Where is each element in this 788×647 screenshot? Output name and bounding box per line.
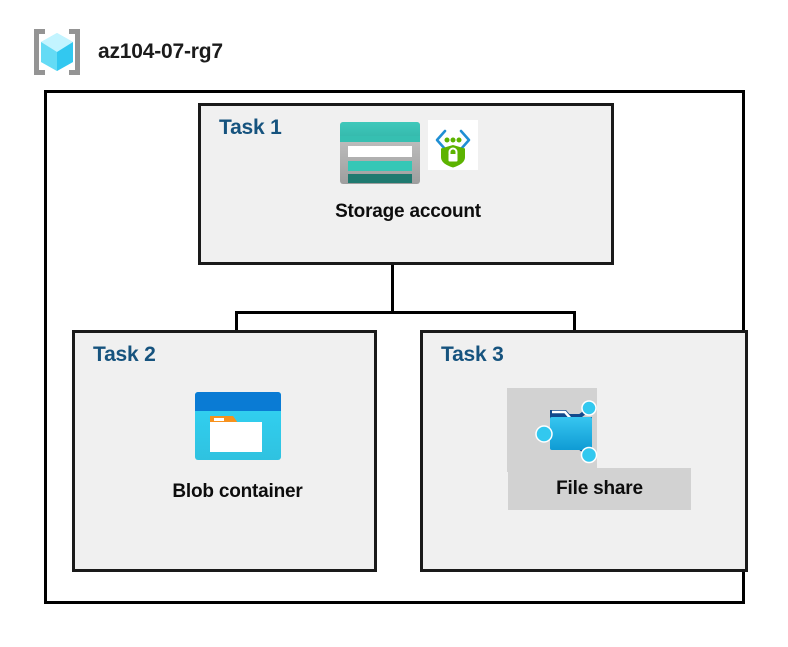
file-share-caption: File share <box>556 478 643 499</box>
secure-endpoint-shield-icon <box>428 120 478 175</box>
storage-account-icon-row <box>338 120 478 191</box>
resource-group-name: az104-07-rg7 <box>98 40 223 63</box>
storage-account-icon <box>338 120 422 191</box>
node-blob-container[interactable]: Blob container <box>150 390 325 503</box>
storage-account-caption: Storage account <box>335 201 481 222</box>
resource-group-header: az104-07-rg7 <box>30 26 223 78</box>
connector-horizontal-bus <box>235 311 576 314</box>
node-storage-account[interactable]: Storage account <box>288 120 528 223</box>
task-2-label: Task 2 <box>93 343 156 366</box>
blob-container-icon <box>193 390 283 467</box>
resource-group-cube-icon <box>30 26 84 78</box>
task-1-label: Task 1 <box>219 116 282 139</box>
node-file-share[interactable] <box>530 390 610 475</box>
task-3-label: Task 3 <box>441 343 504 366</box>
file-share-label-highlight <box>508 468 691 510</box>
blob-container-caption: Blob container <box>172 481 303 502</box>
file-share-folder-icon <box>530 400 610 474</box>
